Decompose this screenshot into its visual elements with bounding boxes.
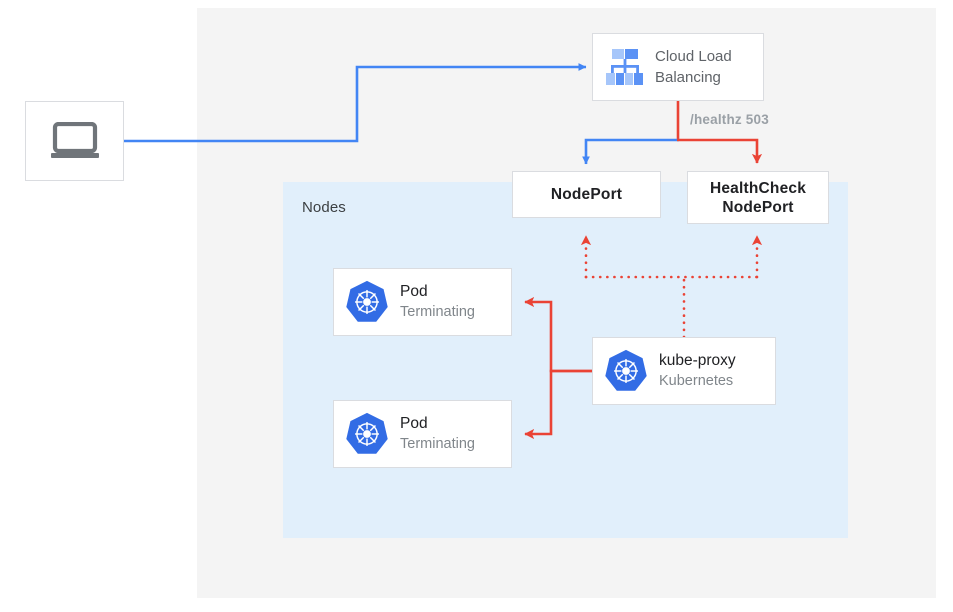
kube-proxy-title: kube-proxy — [659, 352, 736, 369]
nodeport-label: NodePort — [551, 185, 622, 204]
laptop-icon — [50, 122, 99, 158]
nodes-region-label: Nodes — [302, 199, 346, 216]
kubernetes-logo-icon — [605, 349, 647, 391]
kubernetes-logo-icon — [346, 280, 388, 322]
cloud-load-balancing-line2: Balancing — [655, 69, 721, 86]
kube-proxy-subtitle: Kubernetes — [659, 373, 734, 389]
cloud-load-balancing-label: Cloud Load Balancing — [655, 46, 732, 88]
nodeport-line1: NodePort — [550, 186, 623, 203]
pod-2-status: Terminating — [400, 436, 475, 452]
healthcheck-nodeport-label: HealthCheck NodePort — [710, 179, 806, 217]
nodeport-node: NodePort — [512, 171, 661, 218]
cloud-load-balancing-node: Cloud Load Balancing — [592, 33, 764, 101]
pod-2-node: Pod Terminating — [333, 400, 512, 468]
healthcheck-nodeport-line1: HealthCheck — [709, 179, 807, 197]
kubernetes-logo-icon — [346, 412, 388, 454]
kube-proxy-node: kube-proxy Kubernetes — [592, 337, 776, 405]
pod-1-node: Pod Terminating — [333, 268, 512, 336]
pod-1-label: Pod Terminating — [400, 282, 475, 322]
cloud-load-balancing-line1: Cloud Load — [655, 48, 732, 65]
pod-1-status: Terminating — [400, 304, 475, 320]
healthcheck-nodeport-line2: NodePort — [722, 198, 794, 216]
healthcheck-nodeport-node: HealthCheck NodePort — [687, 171, 829, 224]
pod-2-title: Pod — [400, 415, 428, 432]
pod-1-title: Pod — [400, 283, 428, 300]
healthz-edge-label: /healthz 503 — [690, 112, 769, 127]
kube-proxy-label: kube-proxy Kubernetes — [659, 351, 736, 391]
cloud-load-balancing-icon — [606, 49, 643, 85]
pod-2-label: Pod Terminating — [400, 414, 475, 454]
client-node — [25, 101, 124, 181]
